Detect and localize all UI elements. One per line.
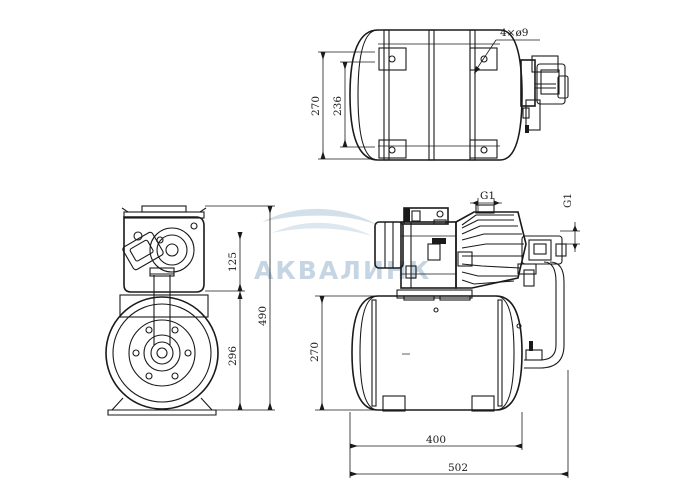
watermark-text: АКВАЛИНК [254,256,431,285]
side-view: 125 296 490 [105,205,275,416]
front-dim-tank-length: 400 [426,434,446,446]
watermark-wave-icon [262,208,380,226]
side-dim-pump-height: 125 [227,252,239,272]
top-dim-overall-height: 270 [310,96,322,116]
top-dim-inner-height: 236 [332,96,344,116]
front-dim-total-length: 502 [448,462,468,474]
top-callout-holes: 4×ø9 [500,27,528,39]
front-view: G1 G1 270 400 502 [309,190,580,478]
front-dim-inlet: G1 [562,193,574,208]
front-dim-outlet: G1 [480,190,495,202]
watermark-logo: АКВАЛИНК [254,208,431,285]
front-dim-tank-height: 270 [309,342,321,362]
side-dim-tank-height: 296 [227,346,239,366]
top-view: 270 236 4×ø9 [310,27,569,161]
side-dim-total-height: 490 [257,306,269,326]
